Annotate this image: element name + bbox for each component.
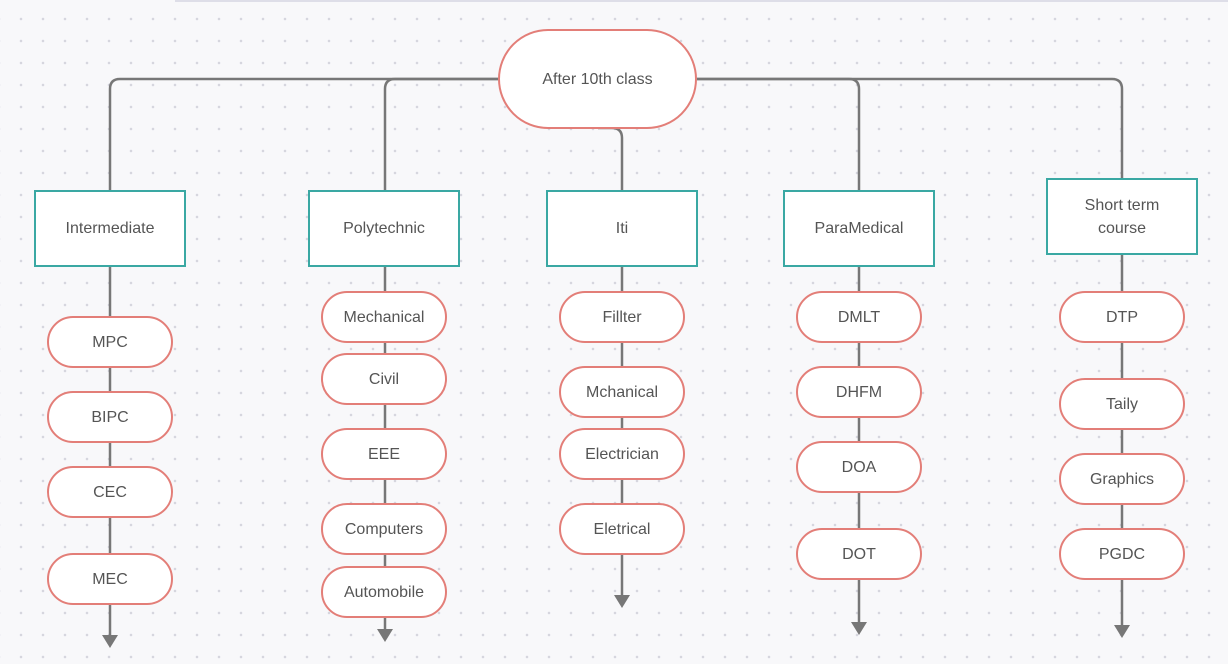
leaf-label: DHFM xyxy=(835,383,883,401)
leaf-label: Civil xyxy=(368,370,400,388)
leaf-label: CEC xyxy=(93,483,127,501)
leaf-label: MPC xyxy=(92,333,128,351)
category-polytechnic: Polytechnic xyxy=(308,190,460,267)
leaf-label: Fillter xyxy=(602,308,642,326)
leaf-dhfm: DHFM xyxy=(796,366,922,418)
leaf-cec: CEC xyxy=(47,466,173,518)
category-intermediate: Intermediate xyxy=(34,190,186,267)
leaf-civil: Civil xyxy=(321,353,447,405)
category-label: Short term course xyxy=(1084,196,1160,237)
category-label: ParaMedical xyxy=(814,220,904,237)
leaf-label: Automobile xyxy=(343,583,425,601)
leaf-label: DMLT xyxy=(837,308,881,326)
leaf-mec: MEC xyxy=(47,553,173,605)
leaf-eee: EEE xyxy=(321,428,447,480)
leaf-label: Taily xyxy=(1105,395,1138,413)
leaf-label: DOA xyxy=(841,458,877,476)
leaf-label: MEC xyxy=(92,570,128,588)
category-paramedical: ParaMedical xyxy=(783,190,935,267)
leaf-label: Electrician xyxy=(585,445,659,463)
leaf-label: Graphics xyxy=(1089,470,1155,488)
leaf-electrician: Electrician xyxy=(559,428,685,480)
leaf-pgdc: PGDC xyxy=(1059,528,1185,580)
root-node: After 10th class xyxy=(498,29,697,129)
leaf-computers: Computers xyxy=(321,503,447,555)
root-label: After 10th class xyxy=(542,70,653,88)
leaf-label: Mechanical xyxy=(343,308,425,326)
leaf-label: EEE xyxy=(367,445,400,463)
leaf-eletrical: Eletrical xyxy=(559,503,685,555)
leaf-dot: DOT xyxy=(796,528,922,580)
leaf-dtp: DTP xyxy=(1059,291,1185,343)
leaf-automobile: Automobile xyxy=(321,566,447,618)
leaf-label: Mchanical xyxy=(585,383,659,401)
leaf-label: DTP xyxy=(1106,308,1138,326)
leaf-mechanical: Mechanical xyxy=(321,291,447,343)
leaf-doa: DOA xyxy=(796,441,922,493)
leaf-label: Eletrical xyxy=(593,520,651,538)
leaf-label: BIPC xyxy=(91,408,129,426)
leaf-dmlt: DMLT xyxy=(796,291,922,343)
top-divider xyxy=(175,0,1228,2)
category-short-term-course: Short term course xyxy=(1046,178,1198,255)
leaf-mpc: MPC xyxy=(47,316,173,368)
category-iti: Iti xyxy=(546,190,698,267)
leaf-label: DOT xyxy=(842,545,876,563)
leaf-mchanical: Mchanical xyxy=(559,366,685,418)
category-label: Intermediate xyxy=(65,220,155,237)
leaf-graphics: Graphics xyxy=(1059,453,1185,505)
category-label: Iti xyxy=(615,220,629,237)
category-label: Polytechnic xyxy=(343,220,425,237)
leaf-label: PGDC xyxy=(1098,545,1146,563)
leaf-taily: Taily xyxy=(1059,378,1185,430)
leaf-label: Computers xyxy=(344,520,424,538)
leaf-fillter: Fillter xyxy=(559,291,685,343)
leaf-bipc: BIPC xyxy=(47,391,173,443)
